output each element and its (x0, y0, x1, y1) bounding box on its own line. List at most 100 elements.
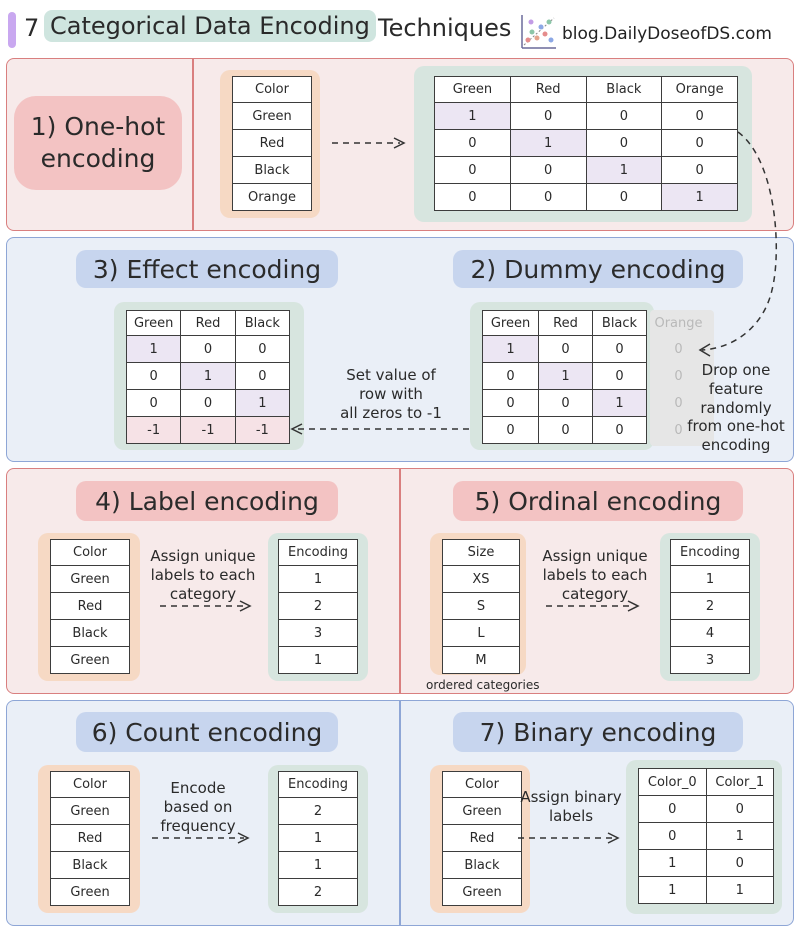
note-line: Assign unique (150, 547, 256, 565)
table-header: Red (180, 310, 236, 336)
table-cell: Red (50, 592, 130, 620)
table-cell: 0 (434, 129, 511, 157)
title-rest: Techniques (378, 14, 512, 42)
blog-url: blog.DailyDoseofDS.com (562, 24, 772, 44)
table-cell: Black (232, 156, 312, 184)
label-ordinal-divider (399, 469, 401, 693)
table-cell: Green (50, 797, 130, 825)
count-encoding-title: 6) Count encoding (76, 712, 338, 752)
table-cell: -1 (234, 416, 291, 444)
table-cell: 0 (585, 102, 663, 130)
table-cell: 0 (538, 389, 593, 417)
table-header: Red (538, 310, 593, 336)
table-header: Green (434, 76, 511, 103)
table-header: Color (50, 539, 130, 566)
table-cell: M (442, 646, 520, 674)
table-cell: 0 (509, 102, 587, 130)
table-cell: 1 (234, 389, 291, 417)
table-cell: 0 (538, 335, 593, 363)
table-cell: 0 (585, 183, 663, 211)
table-header: Green (482, 310, 539, 336)
table-cell: 2 (670, 592, 750, 620)
table-cell: 1 (482, 335, 539, 363)
count-arrow (152, 832, 250, 844)
table-cell: 1 (592, 389, 647, 417)
table-cell: Orange (232, 183, 312, 211)
table-cell: 1 (705, 822, 774, 850)
table-cell: 1 (638, 876, 707, 904)
effect-table: Green Red Black 1 0 0 0 1 0 0 0 1 -1 -1 … (125, 310, 291, 444)
table-header: Black (585, 76, 663, 103)
table-cell: Red (50, 824, 130, 852)
note-line: based on (163, 797, 233, 816)
label-note: Assign unique labels to each category (140, 547, 266, 603)
note-line: encoding (701, 436, 771, 454)
dummy-note: Drop one feature randomly from one-hot e… (678, 361, 794, 455)
table-header: Orange (661, 76, 738, 103)
note-line: labels (548, 806, 594, 825)
ordered-categories-caption: ordered categories (426, 678, 540, 692)
binary-note: Assign binary labels (510, 788, 632, 826)
table-cell: 0 (592, 335, 647, 363)
table-cell: 0 (705, 849, 774, 877)
one-hot-to-dummy-arrow (698, 131, 778, 357)
table-cell: 0 (434, 156, 511, 184)
scatter-plot-logo-icon (521, 15, 556, 49)
note-line: feature (708, 379, 764, 398)
note-line: category (561, 584, 629, 603)
binary-output-table: Color_0 Color_1 0 0 0 1 1 0 1 1 (638, 768, 774, 904)
table-cell: Green (232, 102, 312, 130)
table-cell-dropped: 0 (674, 368, 683, 384)
dropped-column-ghost (650, 310, 714, 446)
table-cell: 0 (705, 795, 774, 823)
ordinal-output-table: Encoding 1 2 4 3 (670, 539, 750, 674)
table-header: Black (592, 310, 647, 336)
table-cell: 1 (278, 646, 358, 674)
table-cell: 2 (278, 592, 358, 620)
table-cell: Black (50, 619, 130, 647)
table-cell: 1 (538, 362, 593, 390)
note-line: Encode (170, 779, 226, 797)
table-cell: 0 (592, 416, 647, 444)
table-cell: -1 (125, 416, 182, 444)
table-cell: 0 (638, 822, 707, 850)
table-cell: -1 (180, 416, 236, 444)
table-cell: 0 (125, 362, 182, 390)
table-cell: 4 (670, 619, 750, 647)
count-binary-divider (399, 701, 401, 925)
table-cell: 0 (234, 362, 291, 390)
table-cell: S (442, 592, 520, 620)
table-cell: 0 (661, 129, 738, 157)
table-cell: Green (50, 565, 130, 593)
count-output-table: Encoding 2 1 1 2 (278, 771, 358, 906)
table-cell: 0 (638, 795, 707, 823)
label-output-table: Encoding 1 2 3 1 (278, 539, 358, 674)
note-line: Assign binary (520, 788, 622, 806)
one-hot-arrow (332, 137, 406, 149)
binary-input-table: Color Green Red Black Green (442, 771, 522, 906)
one-hot-output-table: Green Red Black Orange 1 0 0 0 0 1 0 0 0… (434, 76, 738, 211)
table-cell: 0 (509, 183, 587, 211)
table-cell: 1 (670, 565, 750, 593)
table-cell: 0 (661, 102, 738, 130)
table-header: Encoding (278, 771, 358, 798)
table-cell: Red (232, 129, 312, 157)
table-header: Color_0 (638, 768, 707, 796)
table-cell: 0 (585, 129, 663, 157)
effect-arrow (290, 423, 478, 435)
table-cell: 0 (482, 389, 539, 417)
table-cell: Green (50, 646, 130, 674)
one-hot-title-line1: 1) One-hot (30, 111, 166, 141)
table-cell: 2 (278, 878, 358, 906)
table-cell: XS (442, 565, 520, 593)
table-header: Size (442, 539, 520, 566)
table-cell: 0 (592, 362, 647, 390)
label-input-table: Color Green Red Black Green (50, 539, 130, 674)
effect-encoding-title: 3) Effect encoding (76, 250, 338, 288)
table-cell: 0 (482, 362, 539, 390)
table-cell: 1 (661, 183, 738, 211)
one-hot-title-line2: encoding (40, 144, 156, 173)
table-cell-dropped: 0 (674, 395, 683, 411)
count-note: Encode based on frequency (150, 779, 246, 835)
note-line: labels to each (542, 565, 648, 584)
